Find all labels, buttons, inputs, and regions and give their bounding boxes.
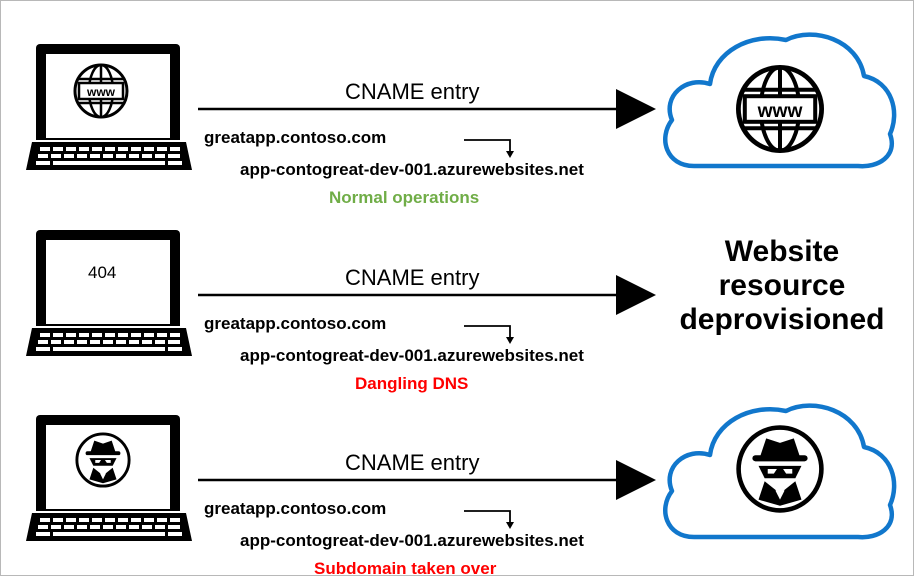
laptop-icon	[26, 230, 192, 356]
scenario-takeover: CNAME entry greatapp.contoso.com app-con…	[0, 371, 914, 578]
deprovisioned-line: Website	[724, 235, 840, 268]
cname-label: CNAME entry	[345, 450, 480, 475]
scenario-normal: www CNAME entry greatapp.contoso.com app…	[0, 0, 914, 207]
status-subdomain-taken-over: Subdomain taken over	[314, 559, 497, 578]
scenario-dangling: 404 CNAME entry greatapp.contoso.com app…	[0, 186, 914, 393]
deprovisioned-line: resource	[718, 269, 846, 302]
target-hostname: app-contogreat-dev-001.azurewebsites.net	[240, 531, 584, 550]
cname-label: CNAME entry	[345, 79, 480, 104]
target-hostname: app-contogreat-dev-001.azurewebsites.net	[240, 160, 584, 179]
source-hostname: greatapp.contoso.com	[204, 314, 387, 333]
hacker-icon	[736, 425, 824, 513]
hacker-icon	[75, 432, 131, 488]
cname-arrow	[198, 275, 656, 315]
globe-www-icon: www	[736, 65, 824, 153]
error-404-text: 404	[88, 263, 117, 282]
svg-text:www: www	[757, 101, 803, 122]
source-hostname: greatapp.contoso.com	[204, 499, 387, 518]
source-hostname: greatapp.contoso.com	[204, 128, 387, 147]
globe-www-icon: www	[73, 63, 129, 119]
deprovisioned-line: deprovisioned	[679, 303, 885, 336]
status-normal-operations: Normal operations	[329, 188, 480, 207]
target-hostname: app-contogreat-dev-001.azurewebsites.net	[240, 346, 584, 365]
bent-arrow-icon	[464, 325, 514, 344]
cname-arrow	[198, 460, 656, 500]
cname-label: CNAME entry	[345, 265, 480, 290]
bent-arrow-icon	[464, 510, 514, 529]
cname-arrow	[198, 89, 656, 129]
status-dangling-dns: Dangling DNS	[355, 374, 469, 393]
bent-arrow-icon	[464, 139, 514, 158]
deprovisioned-message: Website resource deprovisioned	[664, 235, 900, 337]
svg-text:www: www	[86, 85, 116, 99]
